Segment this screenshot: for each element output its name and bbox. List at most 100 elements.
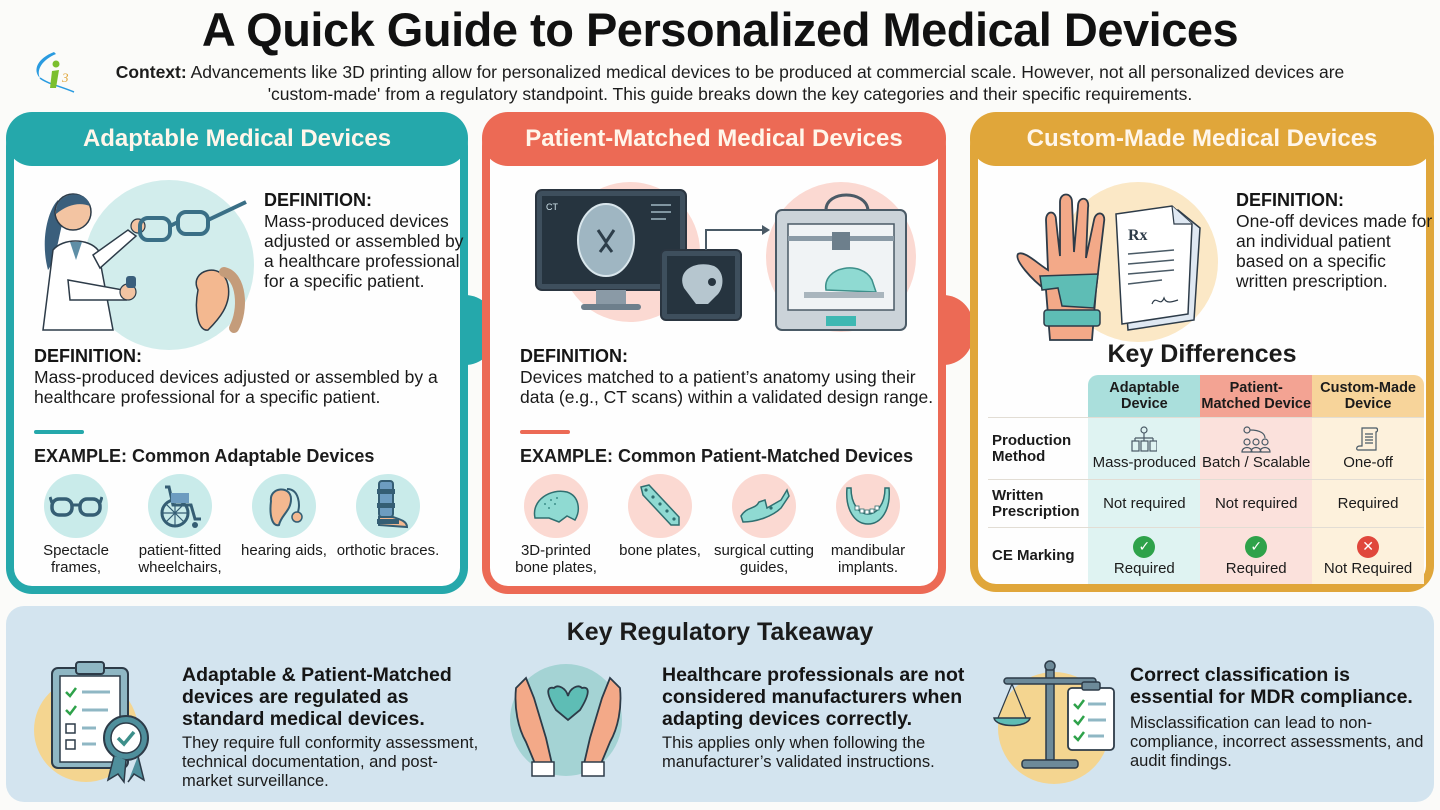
- table-cell: Mass-produced: [1088, 418, 1201, 479]
- glasses-icon: [44, 474, 108, 538]
- cell-text: Required: [1225, 559, 1287, 577]
- svg-text:Rx: Rx: [1128, 227, 1148, 244]
- definition-text: Mass-produced devices adjusted or assemb…: [264, 211, 464, 291]
- clinician-adjusting-glasses-illustration: [42, 193, 247, 333]
- row-label: Production Method: [992, 431, 1072, 465]
- example-item: orthotic braces.: [336, 474, 440, 576]
- table-row: CE Marking ✓ Required ✓ Required ✕ Not R…: [988, 528, 1424, 584]
- examples-heading: EXAMPLE: Common Adaptable Devices: [34, 446, 375, 466]
- definition-heading: DEFINITION:: [34, 346, 142, 366]
- panel-title-adaptable: Adaptable Medical Devices: [6, 112, 468, 166]
- takeaway-item: Adaptable & Patient-Matched devices are …: [26, 654, 478, 794]
- example-item: surgical cutting guides,: [712, 474, 816, 576]
- scroll-document-icon: [1356, 427, 1379, 451]
- ct-scan-to-3d-printer-illustration: CT: [535, 189, 907, 331]
- key-differences-title: Key Differences: [1107, 340, 1297, 368]
- key-differences-table: Adaptable Device Patient-Matched Device …: [988, 375, 1424, 584]
- orthotic-brace-icon: [356, 474, 420, 538]
- table-cell: ✓ Required: [1088, 528, 1201, 584]
- table-cell: One-off: [1312, 418, 1424, 479]
- definition-text: Devices matched to a patient’s anatomy u…: [520, 367, 934, 407]
- skull-plate-icon: [524, 474, 588, 538]
- table-row: Production Method Mass-produced Batch / …: [988, 418, 1424, 480]
- panel-adaptable-devices: Adaptable Medical Devices DEFINITION: Ma…: [6, 112, 468, 594]
- context-intro: Context: Advancements like 3D printing a…: [100, 61, 1360, 105]
- table-cell: ✓ Required: [1200, 528, 1313, 584]
- example-label: bone plates,: [619, 542, 701, 559]
- cutting-guide-icon: [732, 474, 796, 538]
- scale-checklist-icon: [993, 660, 1115, 769]
- org-chart-icon: [1131, 426, 1158, 452]
- definition-text: Mass-produced devices adjusted or assemb…: [34, 367, 438, 407]
- table-row: Written Prescription Not required Not re…: [988, 480, 1424, 528]
- example-item: bone plates,: [608, 474, 712, 576]
- cell-text: Not Required: [1323, 559, 1413, 577]
- example-label: patient-fitted wheelchairs,: [138, 542, 222, 576]
- example-label: surgical cutting guides,: [713, 542, 815, 576]
- panel-connector-coral: [943, 295, 973, 365]
- context-text: Advancements like 3D printing allow for …: [190, 62, 1345, 104]
- column-header-adaptable: Adaptable Device: [1088, 375, 1201, 417]
- page-title: A Quick Guide to Personalized Medical De…: [201, 3, 1239, 56]
- panel-title-patient-matched: Patient-Matched Medical Devices: [482, 112, 946, 166]
- panel-custom-made-devices: Custom-Made Medical Devices Rx DEFINITIO…: [970, 112, 1434, 592]
- takeaway-heading: Healthcare professionals are not conside…: [662, 664, 965, 730]
- example-label: orthotic braces.: [336, 542, 440, 559]
- check-circle-icon: ✓: [1245, 535, 1268, 558]
- row-label: CE Marking: [992, 547, 1075, 564]
- takeaway-text: Misclassification can lead to non-compli…: [1130, 714, 1424, 770]
- column-header-custom-made: Custom-Made Device: [1312, 375, 1424, 417]
- definition-text: One-off devices made for an individual p…: [1236, 211, 1433, 291]
- cell-text: Mass-produced: [1092, 454, 1197, 471]
- svg-text:3: 3: [61, 70, 69, 85]
- table-cell: Not required: [1200, 480, 1313, 527]
- context-label: Context:: [115, 62, 187, 82]
- hearing-aid-icon: [252, 474, 316, 538]
- examples-heading: EXAMPLE: Common Patient-Matched Devices: [520, 446, 914, 466]
- panel-patient-matched-devices: Patient-Matched Medical Devices CT DEFIN…: [482, 112, 946, 594]
- wheelchair-icon: [148, 474, 212, 538]
- example-item: patient-fitted wheelchairs,: [128, 474, 232, 576]
- column-header-patient-matched: Patient-Matched Device: [1200, 375, 1313, 417]
- example-label: Spectacle frames,: [43, 542, 109, 576]
- cell-text: One-off: [1343, 454, 1393, 471]
- x-circle-icon: ✕: [1357, 535, 1380, 558]
- takeaway-title: Key Regulatory Takeaway: [566, 618, 874, 646]
- table-cell: Required: [1312, 480, 1424, 527]
- table-cell: Batch / Scalable: [1200, 418, 1313, 479]
- check-circle-icon: ✓: [1133, 535, 1156, 558]
- table-cell: Not required: [1088, 480, 1201, 527]
- example-item: mandibular implants.: [816, 474, 920, 576]
- example-item: hearing aids,: [232, 474, 336, 576]
- illustration-backdrop: [84, 180, 254, 350]
- panel-title-custom-made: Custom-Made Medical Devices: [970, 112, 1434, 166]
- definition-heading: DEFINITION:: [264, 190, 372, 210]
- takeaway-heading: Correct classification is essential for …: [1130, 664, 1413, 708]
- definition-heading: DEFINITION:: [520, 346, 628, 366]
- example-item: Spectacle frames,: [24, 474, 128, 576]
- bone-plate-icon: [628, 474, 692, 538]
- hand-splint-and-prescription-illustration: Rx: [1016, 193, 1201, 341]
- takeaway-text: This applies only when following the man…: [662, 734, 935, 771]
- mandible-implant-icon: [836, 474, 900, 538]
- takeaway-heading: Adaptable & Patient-Matched devices are …: [182, 664, 452, 730]
- key-regulatory-takeaway-section: Key Regulatory Takeaway Adaptable & Pati…: [6, 606, 1434, 802]
- example-item: 3D-printed bone plates,: [504, 474, 608, 576]
- row-label: Written Prescription: [992, 486, 1080, 520]
- takeaway-item: Correct classification is essential for …: [982, 654, 1423, 794]
- svg-text:CT: CT: [546, 202, 558, 212]
- example-label: hearing aids,: [241, 542, 327, 559]
- takeaway-item: Healthcare professionals are not conside…: [502, 654, 964, 794]
- cell-text: Required: [1113, 559, 1175, 577]
- hands-heart-icon: [514, 676, 622, 777]
- section-divider: [520, 430, 570, 434]
- table-header-row: Adaptable Device Patient-Matched Device …: [988, 375, 1424, 418]
- table-cell: ✕ Not Required: [1312, 528, 1424, 584]
- cell-text: Batch / Scalable: [1202, 454, 1311, 471]
- clipboard-badge-icon: [51, 661, 149, 785]
- section-divider: [34, 430, 84, 434]
- i3-logo-icon: 3: [30, 48, 84, 98]
- batch-people-icon: [1241, 426, 1271, 453]
- example-label: mandibular implants.: [830, 542, 906, 576]
- definition-heading: DEFINITION:: [1236, 190, 1344, 210]
